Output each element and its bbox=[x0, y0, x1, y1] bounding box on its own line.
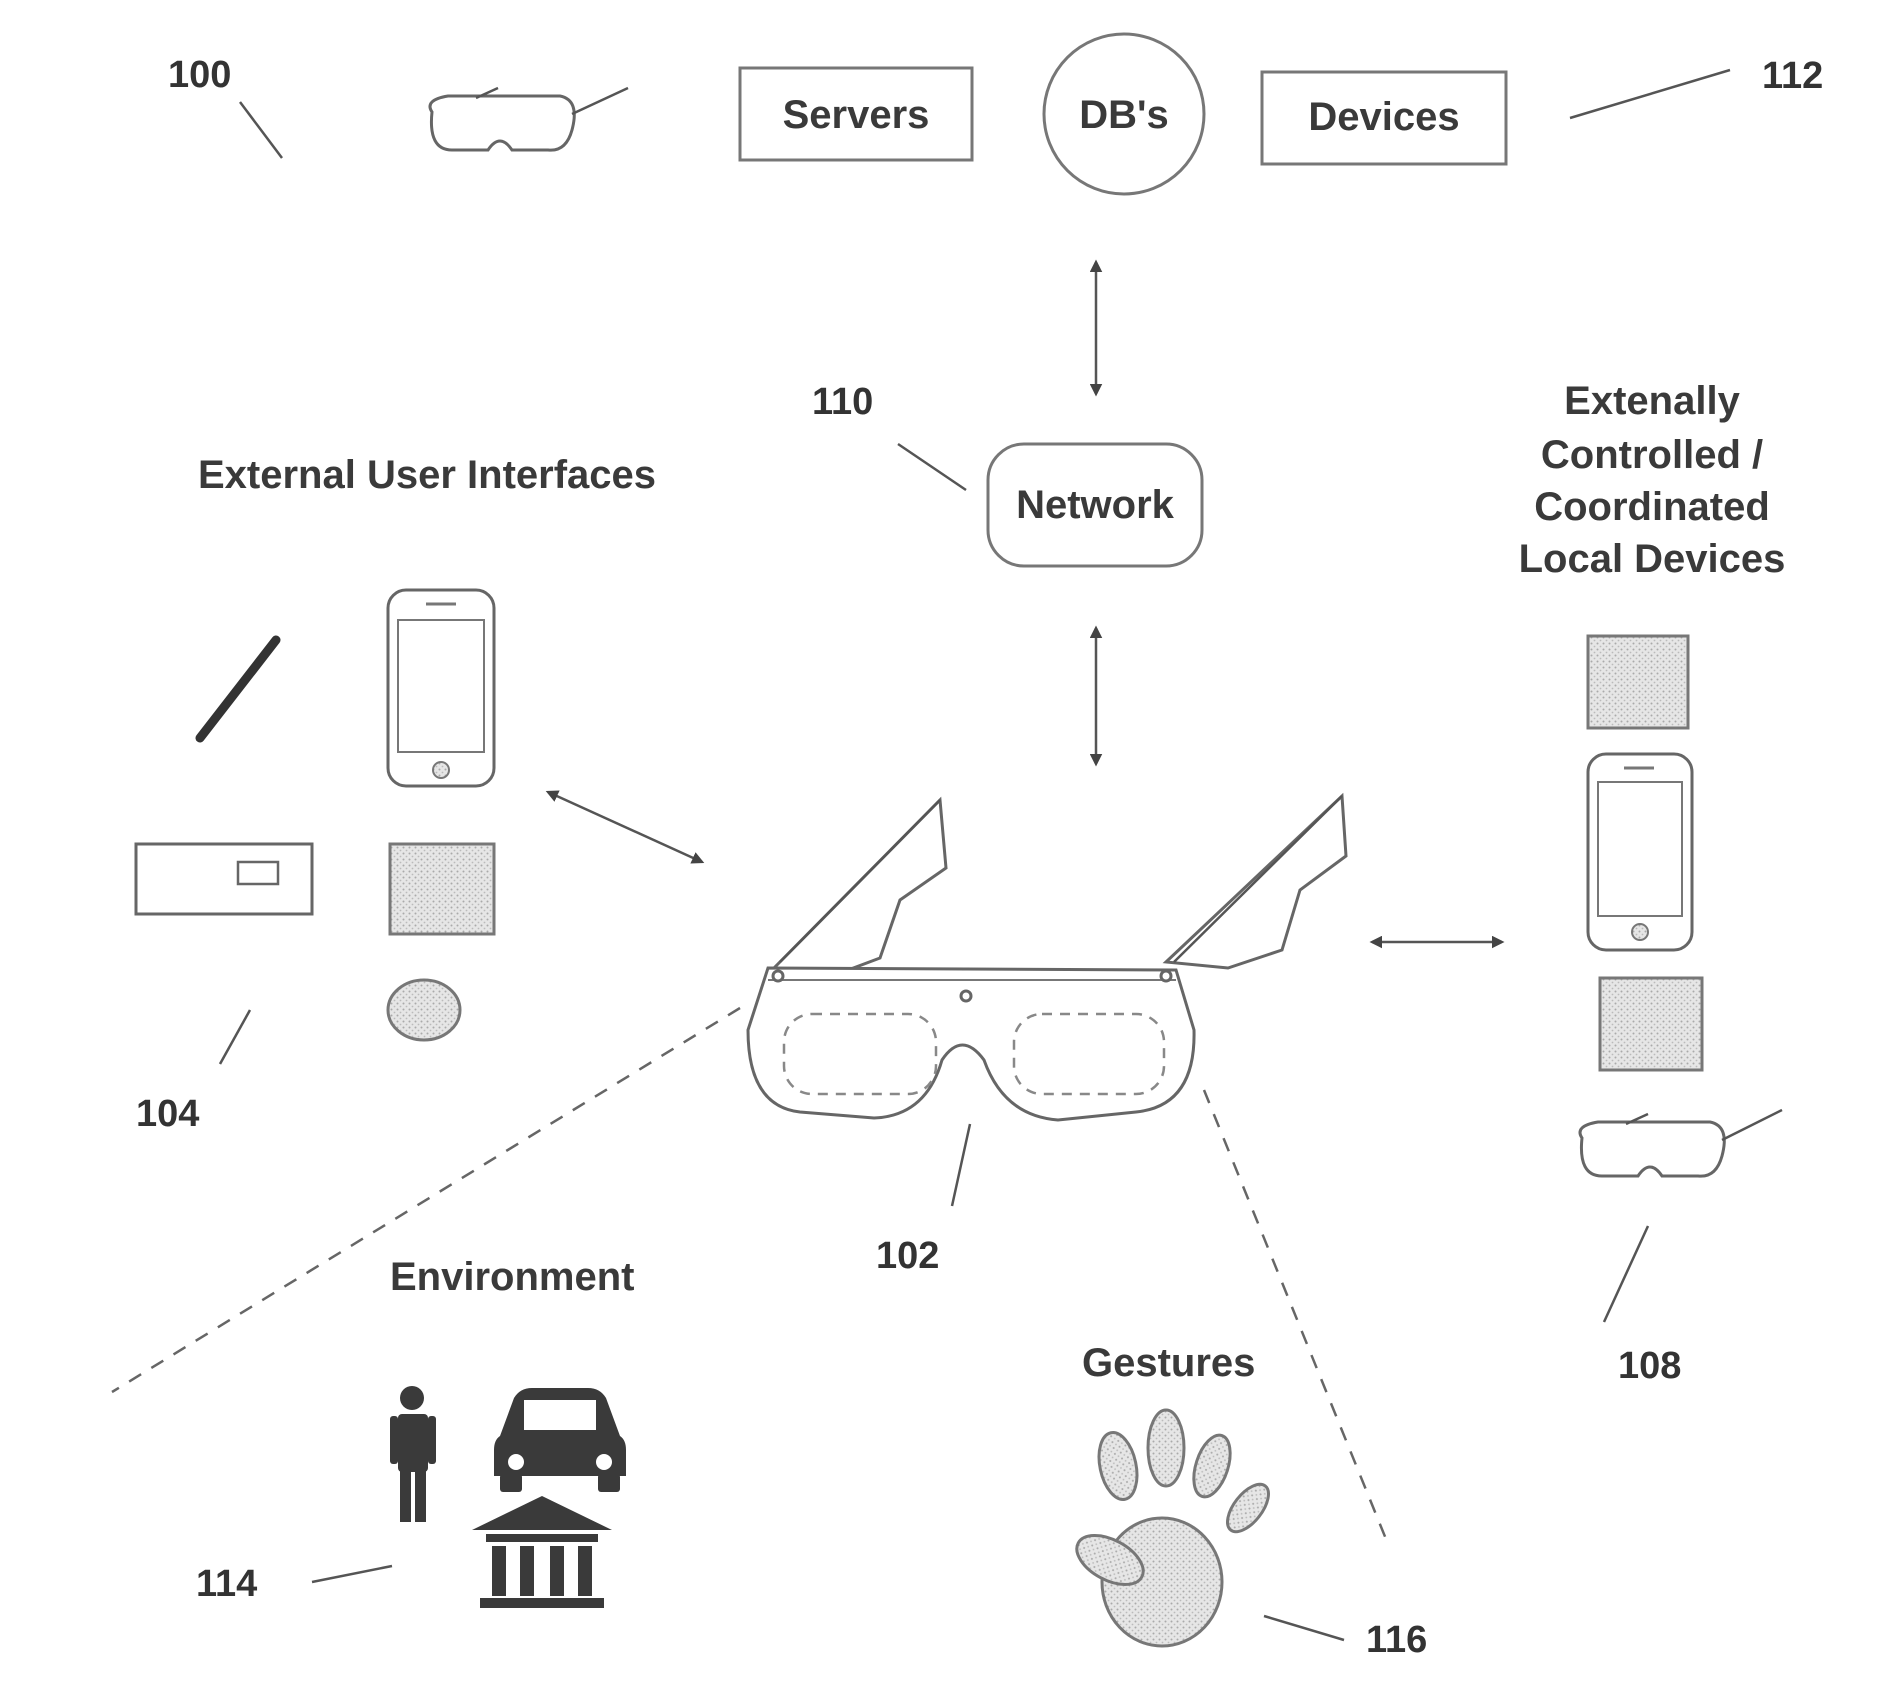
eyeglasses-icon bbox=[748, 796, 1346, 1120]
ref-102-group: 102 bbox=[876, 1124, 970, 1277]
keyboard-icon bbox=[136, 844, 312, 914]
externally-controlled-label: Extenally Controlled / Coordinated Local… bbox=[1519, 379, 1786, 581]
ref-100: 100 bbox=[168, 54, 231, 96]
stylus-icon bbox=[200, 640, 276, 738]
gesture-sight-line bbox=[1204, 1090, 1388, 1544]
ref-104-group: 104 bbox=[136, 1010, 250, 1135]
ref-110-group: 110 bbox=[812, 381, 966, 490]
ref-112: 112 bbox=[1762, 55, 1823, 97]
ui-glasses-arrow bbox=[548, 792, 702, 862]
ref-116: 116 bbox=[1366, 1619, 1427, 1661]
devices-node: Devices bbox=[1262, 72, 1506, 164]
network-label: Network bbox=[1016, 483, 1175, 527]
environment-sight-line bbox=[112, 1008, 740, 1392]
local-device-square-icon bbox=[1600, 978, 1702, 1070]
car-icon bbox=[494, 1388, 626, 1492]
local-smartphone-icon bbox=[1588, 754, 1692, 950]
ref-104-leader bbox=[220, 1010, 250, 1064]
ref-116-group: 116 bbox=[1264, 1616, 1427, 1661]
gestures-label: Gestures bbox=[1082, 1341, 1255, 1385]
servers-label: Servers bbox=[783, 93, 930, 137]
smartphone-icon bbox=[388, 590, 494, 786]
ref-102-leader bbox=[952, 1124, 970, 1206]
network-node: Network bbox=[988, 444, 1202, 566]
tablet-icon bbox=[390, 844, 494, 934]
ref-108: 108 bbox=[1618, 1345, 1681, 1387]
ref-110-leader bbox=[898, 444, 966, 490]
environment-label: Environment bbox=[390, 1255, 634, 1299]
external-user-interfaces-label: External User Interfaces bbox=[198, 453, 656, 497]
ext-controlled-line-1: Extenally bbox=[1564, 379, 1740, 423]
ref-108-leader bbox=[1604, 1226, 1648, 1322]
ext-controlled-line-2: Controlled / bbox=[1541, 433, 1763, 477]
ref-100-group: 100 bbox=[168, 54, 282, 158]
goggles-icon-top bbox=[430, 88, 628, 150]
ref-104: 104 bbox=[136, 1093, 199, 1135]
ref-108-group: 108 bbox=[1604, 1226, 1681, 1387]
ref-110: 110 bbox=[812, 381, 873, 423]
ext-controlled-line-4: Local Devices bbox=[1519, 537, 1786, 581]
local-goggles-icon bbox=[1580, 1110, 1782, 1176]
ref-112-leader bbox=[1570, 70, 1730, 118]
person-icon bbox=[390, 1386, 436, 1522]
ref-102: 102 bbox=[876, 1235, 939, 1277]
ref-112-group: 112 bbox=[1570, 55, 1823, 118]
hand-icon bbox=[1069, 1410, 1276, 1646]
ref-114-group: 114 bbox=[196, 1563, 392, 1605]
servers-node: Servers bbox=[740, 68, 972, 160]
dbs-node: DB's bbox=[1044, 34, 1204, 194]
devices-label: Devices bbox=[1308, 95, 1459, 139]
bank-icon bbox=[472, 1496, 612, 1608]
local-device-tablet-icon bbox=[1588, 636, 1688, 728]
dbs-label: DB's bbox=[1079, 93, 1169, 137]
ref-116-leader bbox=[1264, 1616, 1344, 1640]
ext-controlled-line-3: Coordinated bbox=[1534, 485, 1770, 529]
ref-100-leader bbox=[240, 102, 282, 158]
mouse-icon bbox=[388, 980, 460, 1040]
ref-114: 114 bbox=[196, 1563, 257, 1605]
ref-114-leader bbox=[312, 1566, 392, 1582]
